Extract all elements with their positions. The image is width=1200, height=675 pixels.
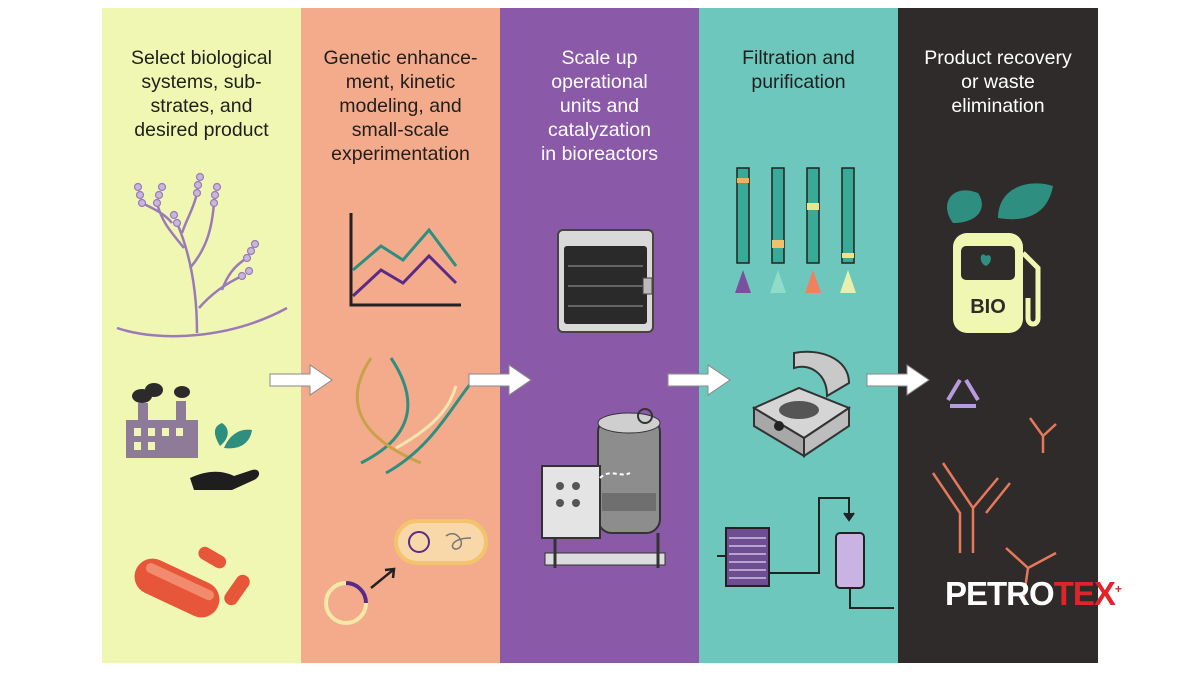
bacteria-icon — [134, 546, 250, 618]
dna-icon — [355, 357, 473, 475]
step-select-systems-panel: Select biological systems, sub- strates,… — [102, 8, 301, 663]
filter-flow-icon — [717, 497, 894, 609]
bio-label: BIO — [970, 296, 1006, 318]
fuel-pump-icon: BIO — [947, 183, 1053, 333]
logo-part1: PETRO — [945, 575, 1055, 612]
factory-icon — [126, 383, 198, 458]
arrow-right-icon — [866, 364, 930, 396]
incubator-icon — [557, 229, 654, 333]
step-4-illustrations — [717, 167, 894, 609]
step-1-illustrations — [116, 172, 288, 618]
bioreactor-icon — [541, 408, 666, 568]
arrow-right-icon — [269, 364, 333, 396]
step-1-title: Select biological systems, sub- strates,… — [131, 47, 272, 141]
step-2-illustrations — [324, 213, 488, 625]
step-scale-up-panel: Scale up operational units and catalyzat… — [500, 8, 699, 663]
plant-hand-icon — [190, 423, 260, 490]
line-chart-icon — [349, 213, 461, 307]
logo-mark: + — [1114, 582, 1122, 596]
step-filtration-panel: Filtration and purification — [699, 8, 898, 663]
step-3-illustrations — [541, 229, 666, 568]
arrow-right-icon — [468, 364, 532, 396]
step-5-illustrations: BIO — [931, 183, 1057, 604]
chromatography-columns-icon — [735, 167, 856, 293]
recycle-icon — [946, 378, 980, 408]
step-4-title: Filtration and purification — [742, 47, 855, 93]
logo-part2: TEX — [1053, 575, 1116, 612]
step-5-title: Product recovery or waste elimination — [924, 47, 1072, 117]
step-2-title: Genetic enhance- ment, kinetic modeling,… — [323, 47, 478, 165]
petrotex-logo: PETROTEX+ — [945, 575, 1122, 613]
fungus-icon — [116, 172, 288, 338]
arrow-right-icon — [667, 364, 731, 396]
step-3-title: Scale up operational units and catalyzat… — [540, 47, 659, 165]
centrifuge-icon — [751, 350, 852, 458]
antibody-icon — [931, 417, 1057, 604]
step-genetic-enhancement-panel: Genetic enhance- ment, kinetic modeling,… — [301, 8, 500, 663]
step-product-recovery-panel: Product recovery or waste elimination BI… — [898, 8, 1098, 663]
plasmid-icon — [324, 519, 488, 625]
